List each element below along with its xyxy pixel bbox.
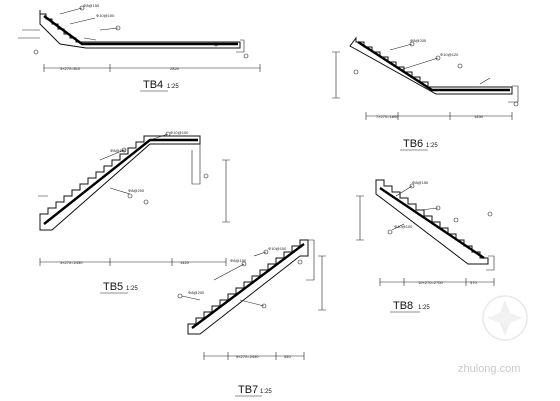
svg-text:1450: 1450	[474, 114, 484, 119]
svg-text:Φ8@200: Φ8@200	[188, 290, 205, 295]
label-tb6: TB6	[403, 138, 423, 150]
svg-text:1420: 1420	[180, 260, 190, 265]
svg-text:Φ10@100: Φ10@100	[394, 224, 413, 229]
svg-text:Φ8@150: Φ8@150	[83, 3, 100, 8]
svg-text:3×270=810: 3×270=810	[60, 66, 81, 71]
svg-text:Φ8@150: Φ8@150	[412, 180, 429, 185]
stair-section-tb5: Φ8@150 Φ10@100 Φ8@200 3×270=2430 1420	[38, 130, 230, 266]
svg-text:Φ10@120: Φ10@120	[440, 52, 459, 57]
svg-text:3×270=2430: 3×270=2430	[60, 260, 83, 265]
label-tb7: TB7	[238, 384, 258, 396]
svg-text:10×270=2700: 10×270=2700	[418, 280, 443, 285]
stair-section-tb7: Φ8@150 Φ10@100 Φ8@200 9×270=2430 540	[177, 239, 326, 360]
svg-text:Φ10@100: Φ10@100	[170, 130, 189, 135]
scale-tb8: 1:25	[418, 305, 430, 311]
svg-text:540: 540	[284, 354, 291, 359]
svg-text:Φ8@200: Φ8@200	[410, 38, 427, 43]
svg-text:Φ8@150: Φ8@150	[110, 148, 127, 153]
label-tb8: TB8	[393, 300, 413, 312]
svg-text:7×270=1890: 7×270=1890	[376, 114, 399, 119]
svg-text:Φ8@200: Φ8@200	[128, 188, 145, 193]
watermark-text: zhulong.com	[458, 363, 520, 375]
scale-tb7: 1:25	[260, 389, 272, 395]
watermark-logo-icon	[482, 295, 528, 341]
label-tb5: TB5	[103, 281, 123, 293]
svg-text:Φ8@150: Φ8@150	[230, 258, 247, 263]
svg-text:Φ10@100: Φ10@100	[96, 13, 115, 18]
scale-tb5: 1:25	[126, 286, 138, 292]
stair-section-tb6: Φ8@200 Φ10@120 7×270=1890 1450	[332, 36, 519, 120]
svg-text:2820: 2820	[170, 66, 180, 71]
svg-text:Φ10@100: Φ10@100	[268, 246, 287, 251]
svg-text:9×270=2430: 9×270=2430	[236, 354, 259, 359]
stair-section-tb4: Φ8@150 Φ10@100 3×270=810 2820	[18, 3, 261, 72]
svg-text:570: 570	[470, 280, 477, 285]
scale-tb6: 1:25	[426, 143, 438, 149]
scale-tb4: 1:25	[167, 84, 179, 90]
label-tb4: TB4	[143, 79, 163, 91]
stair-section-tb8: Φ8@150 Φ10@100 10×270=2700 570	[356, 179, 495, 286]
